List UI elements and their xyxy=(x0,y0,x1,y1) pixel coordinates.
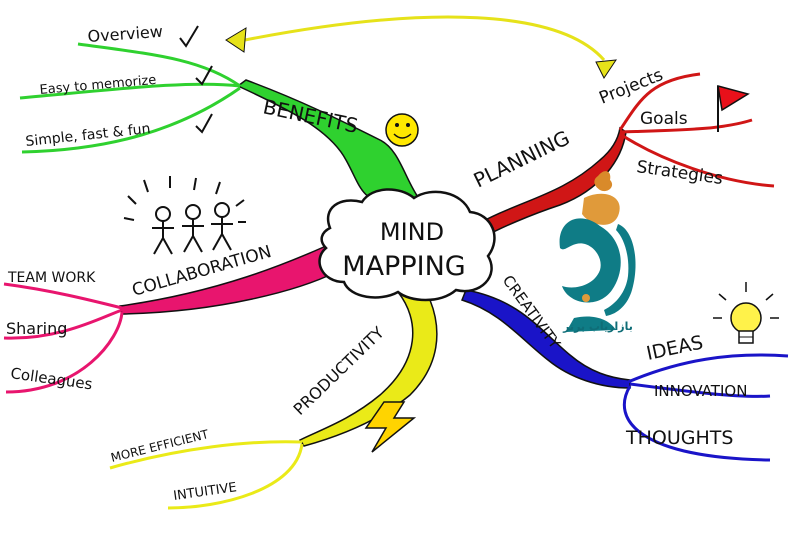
stick-figures-icon xyxy=(123,176,246,255)
benefits-item-overview: Overview xyxy=(87,22,163,46)
planning-item-goals: Goals xyxy=(640,109,688,129)
center-node: MIND MAPPING xyxy=(318,188,496,302)
collaboration-item-teamwork: TEAM WORK xyxy=(7,270,96,286)
arrow-icon xyxy=(225,15,618,79)
watermark-text: بازاریاب برتر xyxy=(562,320,633,333)
benefits-label: BENEFITS xyxy=(261,94,360,137)
productivity-item-efficient: MORE EFFICIENT xyxy=(109,427,210,465)
branch-collaboration: COLLABORATION TEAM WORK Sharing Colleagu… xyxy=(3,176,337,394)
checkmark-icon xyxy=(179,25,199,48)
watermark-logo: بازاریاب برتر xyxy=(559,171,636,333)
flag-icon xyxy=(717,84,750,132)
center-title-line1: MIND xyxy=(380,218,444,246)
branch-productivity: PRODUCTIVITY MORE EFFICIENT INTUITIVE xyxy=(109,290,438,510)
collaboration-item-sharing: Sharing xyxy=(6,319,67,338)
lightbulb-icon xyxy=(713,282,779,344)
planning-item-strategies: Strategies xyxy=(635,157,724,189)
creativity-item-innovation: INNOVATION xyxy=(654,382,747,400)
checkmark-icon xyxy=(195,65,213,86)
branch-planning: PLANNING Projects Goals Strategies xyxy=(470,65,775,237)
planning-label: PLANNING xyxy=(470,125,574,192)
lightning-icon xyxy=(364,401,417,453)
center-title-line2: MAPPING xyxy=(342,251,465,282)
benefits-item-easy: Easy to memorize xyxy=(39,73,157,98)
checkmark-icon xyxy=(195,113,213,134)
creativity-item-thoughts: THOUGHTS xyxy=(625,427,733,449)
branch-benefits: BENEFITS Overview Easy to memorize Simpl… xyxy=(19,22,422,206)
smiley-icon xyxy=(385,113,419,147)
